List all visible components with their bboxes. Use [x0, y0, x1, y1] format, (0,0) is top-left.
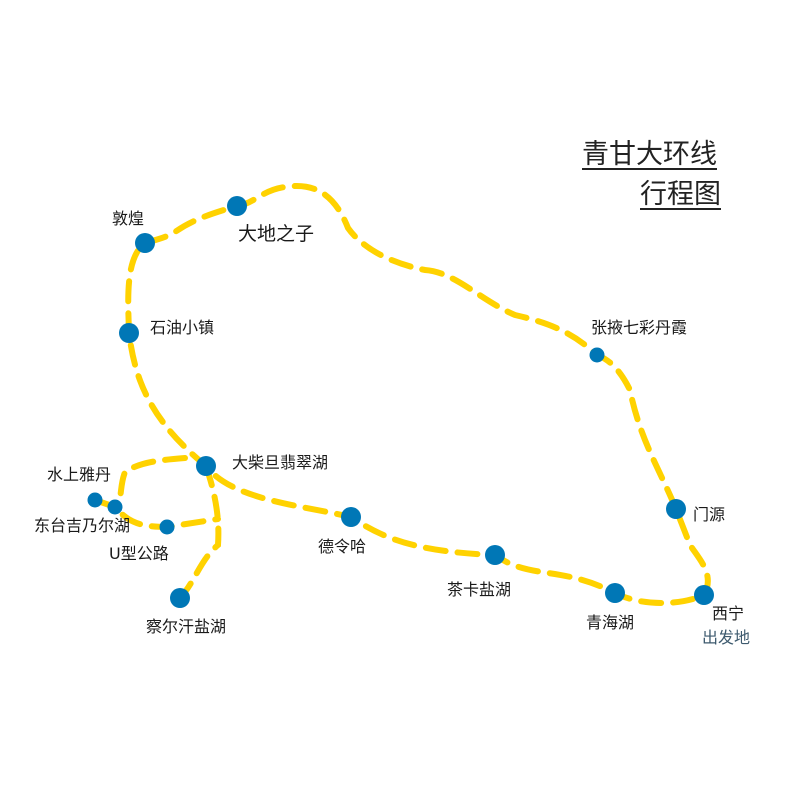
stop-marker-shiyou[interactable]: [119, 323, 139, 343]
label-dadizhizi: 大地之子: [238, 223, 315, 245]
label-chaerhan: 察尔汗盐湖: [146, 617, 227, 636]
label-xining-start: 出发地: [702, 628, 751, 647]
label-shuishang: 水上雅丹: [47, 465, 112, 484]
label-xining: 西宁: [712, 604, 745, 623]
stop-marker-menyuan[interactable]: [666, 499, 686, 519]
label-delingha: 德令哈: [318, 537, 367, 556]
stop-marker-dunhuang[interactable]: [135, 233, 155, 253]
stop-marker-chaka[interactable]: [485, 545, 505, 565]
stop-marker-dachaidan[interactable]: [196, 456, 216, 476]
label-uxing: U型公路: [109, 544, 169, 563]
label-chaka: 茶卡盐湖: [447, 580, 512, 599]
stop-marker-shuishang[interactable]: [87, 492, 103, 508]
label-qinghaihu: 青海湖: [586, 613, 635, 632]
branch-chaerhan-route: [177, 463, 222, 601]
map-title: 青甘大环线: [582, 139, 717, 170]
stop-marker-dadizhizi[interactable]: [227, 196, 247, 216]
label-shiyou: 石油小镇: [150, 318, 215, 337]
stop-marker-delingha[interactable]: [341, 507, 361, 527]
label-menyuan: 门源: [693, 505, 726, 524]
stop-marker-zhangye[interactable]: [589, 347, 605, 363]
stop-marker-dongtai[interactable]: [107, 499, 123, 515]
main-loop-route: [125, 183, 711, 606]
map-subtitle: 行程图: [640, 179, 721, 210]
branch-shuishang-route: [115, 455, 188, 508]
stop-marker-qinghaihu[interactable]: [605, 583, 625, 603]
stop-marker-xining[interactable]: [694, 585, 714, 605]
label-dachaidan: 大柴旦翡翠湖: [232, 453, 329, 472]
stop-marker-chaerhan[interactable]: [170, 588, 190, 608]
label-dongtai: 东台吉乃尔湖: [34, 516, 131, 535]
label-dunhuang: 敦煌: [112, 209, 145, 228]
label-zhangye: 张掖七彩丹霞: [591, 318, 688, 337]
stop-marker-uxing[interactable]: [159, 519, 175, 535]
